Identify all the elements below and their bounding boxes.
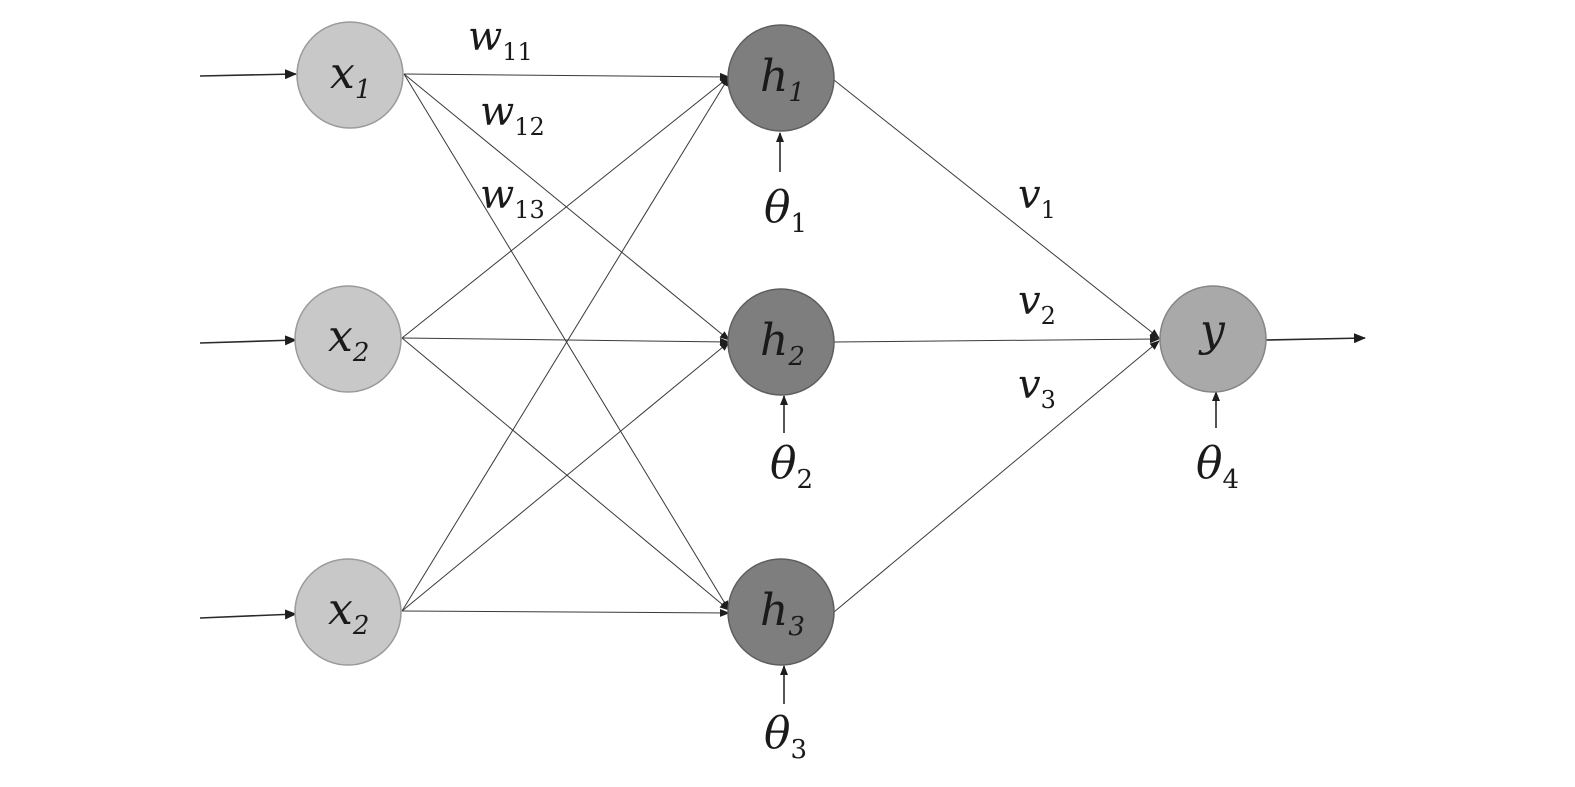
edge-x3-h1 [401,76,730,612]
edge-x2-h3 [401,337,730,611]
edge-x3-h2 [401,341,730,612]
edge-h2-y [833,335,1160,344]
edge-x2-h1 [401,76,730,339]
svg-text:y: y [1198,305,1226,356]
svg-text:x2: x2 [328,584,369,641]
input-arrow-2 [199,335,297,346]
input-hidden-connections [401,72,730,617]
weight-label-w11: w11 [468,14,533,66]
bias-label-theta4: θ4 [1196,438,1239,495]
weight-label-w13: w13 [480,172,545,224]
svg-text:x1: x1 [330,48,371,105]
weight-label-v1: v1 [1018,172,1056,224]
svg-text:h2: h2 [760,315,805,372]
svg-text:h3: h3 [760,585,805,642]
weight-label-v3: v3 [1018,362,1056,414]
edge-x3-h3 [401,608,730,617]
input-node-1: x1 [296,21,404,129]
edge-x2-h2 [401,337,730,346]
hidden-output-connections [833,79,1160,613]
hidden-node-2: h2 [727,288,835,396]
bias-label-theta1: θ1 [764,182,807,239]
edge-h3-y [833,340,1160,613]
edge-x1-h1 [403,72,730,81]
hidden-node-3: h3 [727,558,835,666]
input-node-2: x2 [294,285,402,393]
weight-label-w12: w12 [480,89,545,141]
output-node: y [1159,285,1267,393]
svg-text:x2: x2 [328,311,369,368]
bias-label-theta3: θ3 [764,708,807,765]
edge-h1-y [833,79,1160,339]
input-arrow-1 [199,69,297,80]
hidden-node-1: h1 [727,24,835,132]
svg-text:h1: h1 [760,51,805,108]
weight-label-v2: v2 [1018,278,1056,330]
output-arrow [1265,333,1366,344]
input-node-3: x2 [294,558,402,666]
bias-label-theta2: θ2 [770,438,813,495]
input-arrow-3 [199,609,297,620]
